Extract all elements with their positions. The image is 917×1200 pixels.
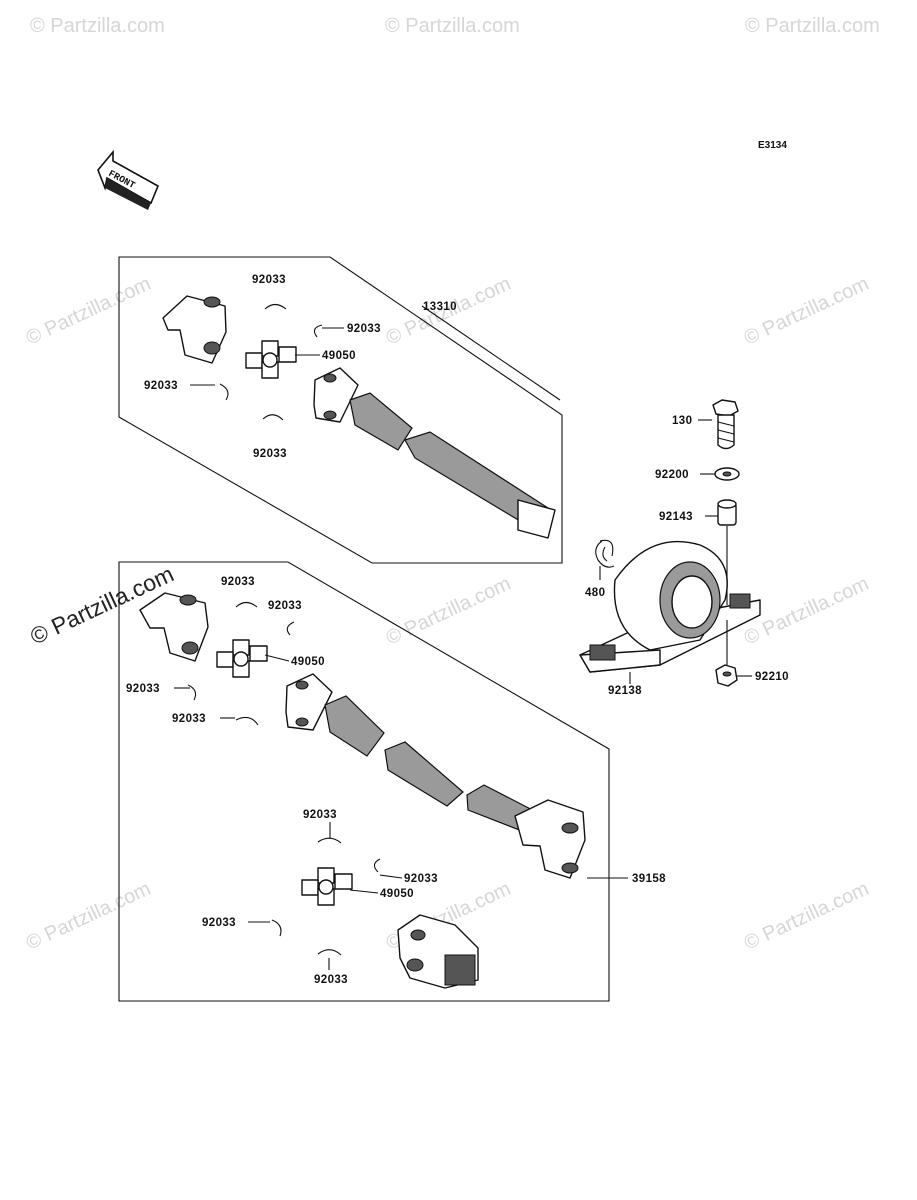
circlip-icon [219,383,229,401]
diagram-code: E3134 [758,140,787,151]
part-label: 92200 [655,469,689,481]
part-label: 92033 [314,974,348,986]
collar-92143 [717,499,737,526]
part-label: 480 [585,587,605,599]
leader-clip [379,874,403,879]
part-label: 49050 [380,888,414,900]
part-label: 92033 [221,576,255,588]
circlip-icon [373,858,381,873]
watermark-text: © Partzilla.com [741,273,872,350]
snap-ring-480 [595,540,615,568]
leader-49050-b [264,654,290,662]
front-arrow-icon: FRONT [97,149,160,210]
watermark-text: © Partzilla.com [745,15,880,37]
nut-92210 [715,664,738,687]
circlip-icon [317,837,342,844]
part-label: 92138 [608,685,642,697]
watermark-text: © Partzilla.com [23,273,154,350]
washer-hole [722,471,732,477]
circlip-icon [235,716,259,726]
circlip-icon [187,684,197,701]
part-label: 92033 [268,600,302,612]
part-label: 49050 [291,656,325,668]
part-label: 92033 [172,713,206,725]
part-label: 92033 [303,809,337,821]
watermark-layer: © Partzilla.com © Partzilla.com © Partzi… [23,15,880,955]
circlip-icon [271,919,282,937]
part-label: 92143 [659,511,693,523]
leader-49050-c [349,889,379,894]
bearing-housing-92138 [579,540,761,673]
part-label: 92033 [404,873,438,885]
circlip-icon [313,324,323,338]
part-label: 92210 [755,671,789,683]
watermark-text: © Partzilla.com [385,15,520,37]
bolt-130 [712,399,739,450]
part-label: 92033 [126,683,160,695]
part-label: 92033 [252,274,286,286]
watermark-text: © Partzilla.com [23,878,154,955]
universal-joint-cross-39158-a [216,639,268,678]
group-frame-39158 [118,561,610,1002]
part-label: 130 [672,415,692,427]
shaft-13310 [313,367,556,539]
circlip-icon [317,949,342,956]
circlip-icon [264,303,287,310]
part-label: 13310 [423,301,457,313]
yoke-13310 [162,295,227,364]
yoke-39158-b [397,914,479,989]
watermark-text: © Partzilla.com [383,573,514,650]
snap-ring-480-edge [599,539,614,557]
part-label: 92033 [253,448,287,460]
leader-13310 [421,305,561,401]
group-frame-13310 [118,256,563,564]
watermark-text: © Partzilla.com [741,878,872,955]
part-label: 92033 [347,323,381,335]
universal-joint-cross-13310 [245,340,297,379]
universal-joint-cross-39158-b [301,867,353,906]
shaft-39158 [285,673,586,879]
circlip-icon [235,601,258,608]
part-label: 92033 [144,380,178,392]
part-label: 49050 [322,350,356,362]
circlip-icon [286,621,295,636]
part-label: 92033 [202,917,236,929]
watermark-text: © Partzilla.com [30,15,165,37]
part-label: 39158 [632,873,666,885]
circlip-icon [262,414,284,421]
yoke-39158-a [139,592,209,662]
